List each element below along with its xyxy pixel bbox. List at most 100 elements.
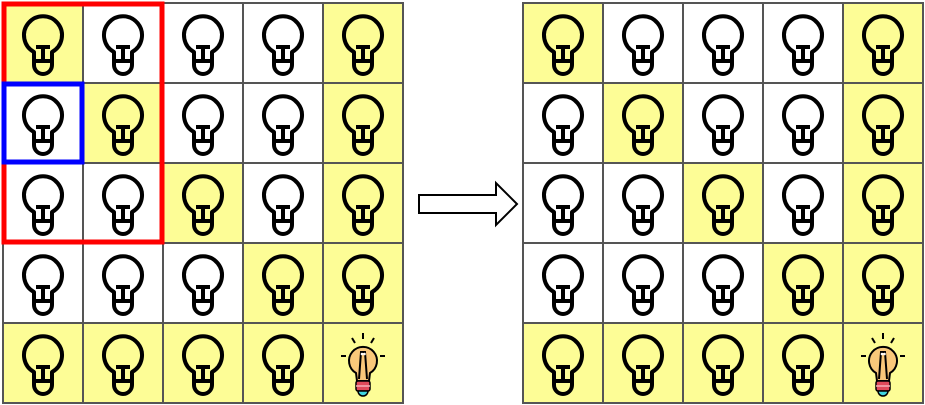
- grid-cell[interactable]: [682, 242, 764, 324]
- lightbulb-icon: [22, 14, 64, 76]
- lightbulb-icon: [262, 254, 304, 316]
- grid-cell[interactable]: [162, 242, 244, 324]
- grid-cell[interactable]: [602, 162, 684, 244]
- grid-cell[interactable]: [82, 2, 164, 84]
- grid-cell[interactable]: [522, 242, 604, 324]
- grid-cell[interactable]: [522, 162, 604, 244]
- grid-cell[interactable]: [762, 322, 844, 404]
- grid-cell[interactable]: [602, 2, 684, 84]
- grid-cell[interactable]: [242, 82, 324, 164]
- grid-cell[interactable]: [162, 2, 244, 84]
- grid-cell[interactable]: [242, 322, 324, 404]
- grid-cell[interactable]: [682, 162, 764, 244]
- grid-cell[interactable]: [522, 2, 604, 84]
- grid-cell[interactable]: [2, 322, 84, 404]
- lightbulb-icon: [22, 174, 64, 236]
- grid-cell[interactable]: [322, 2, 404, 84]
- lightbulb-icon: [102, 334, 144, 396]
- lightbulb-icon: [542, 94, 584, 156]
- lightbulb-icon: [182, 174, 224, 236]
- grid-cell[interactable]: [682, 82, 764, 164]
- lightbulb-icon: [782, 94, 824, 156]
- grid-cell[interactable]: [162, 82, 244, 164]
- grid-before: [1, 1, 404, 404]
- grid-cell[interactable]: [842, 322, 924, 404]
- lightbulb-icon: [782, 254, 824, 316]
- lightbulb-icon: [702, 334, 744, 396]
- lightbulb-icon: [542, 174, 584, 236]
- grid-cell[interactable]: [162, 322, 244, 404]
- lightbulb-icon: [622, 254, 664, 316]
- lightbulb-icon: [542, 334, 584, 396]
- lightbulb-icon: [622, 94, 664, 156]
- lightbulb-icon: [262, 334, 304, 396]
- grid-cell[interactable]: [602, 242, 684, 324]
- lightbulb-icon: [182, 334, 224, 396]
- glowing-lightbulb-icon: [341, 333, 385, 397]
- grid-cell[interactable]: [842, 242, 924, 324]
- grid-cell[interactable]: [522, 322, 604, 404]
- grid-cell[interactable]: [762, 242, 844, 324]
- lightbulb-icon: [182, 14, 224, 76]
- lightbulb-icon: [342, 94, 384, 156]
- grid-cell[interactable]: [842, 2, 924, 84]
- grid-after: [522, 2, 924, 404]
- lightbulb-icon: [342, 254, 384, 316]
- lightbulb-icon: [622, 334, 664, 396]
- grid-cell[interactable]: [2, 162, 84, 244]
- lightbulb-icon: [782, 14, 824, 76]
- grid-cell[interactable]: [2, 82, 84, 164]
- lightbulb-icon: [862, 254, 904, 316]
- grid-cell[interactable]: [242, 242, 324, 324]
- grid-cell[interactable]: [2, 2, 84, 84]
- grid-cell[interactable]: [602, 322, 684, 404]
- lightbulb-icon: [22, 254, 64, 316]
- grid-cell[interactable]: [82, 322, 164, 404]
- grid-cell[interactable]: [602, 82, 684, 164]
- grid-cell[interactable]: [322, 322, 404, 404]
- grid-cell[interactable]: [522, 82, 604, 164]
- grid-cell[interactable]: [2, 242, 84, 324]
- lightbulb-icon: [782, 334, 824, 396]
- lightbulb-icon: [262, 14, 304, 76]
- grid-cell[interactable]: [242, 2, 324, 84]
- grid-cell[interactable]: [82, 242, 164, 324]
- glowing-lightbulb-icon: [861, 333, 905, 397]
- lightbulb-icon: [702, 14, 744, 76]
- lightbulb-icon: [862, 174, 904, 236]
- grid-cell[interactable]: [242, 162, 324, 244]
- grid-cell[interactable]: [162, 162, 244, 244]
- lightbulb-icon: [702, 94, 744, 156]
- lightbulb-icon: [342, 14, 384, 76]
- grid-cell[interactable]: [322, 162, 404, 244]
- lightbulb-icon: [22, 334, 64, 396]
- lightbulb-icon: [102, 94, 144, 156]
- lightbulb-icon: [342, 174, 384, 236]
- right-arrow-icon: [418, 180, 519, 228]
- grid-cell[interactable]: [842, 162, 924, 244]
- lightbulb-icon: [182, 94, 224, 156]
- grid-cell[interactable]: [762, 82, 844, 164]
- grid-cell[interactable]: [682, 2, 764, 84]
- lightbulb-icon: [622, 174, 664, 236]
- lightbulb-icon: [102, 14, 144, 76]
- lightbulb-icon: [22, 94, 64, 156]
- grid-cell[interactable]: [762, 162, 844, 244]
- grid-cell[interactable]: [322, 82, 404, 164]
- grid-cell[interactable]: [762, 2, 844, 84]
- lightbulb-icon: [182, 254, 224, 316]
- lightbulb-icon: [542, 254, 584, 316]
- lightbulb-icon: [102, 174, 144, 236]
- grid-cell[interactable]: [842, 82, 924, 164]
- lightbulb-icon: [782, 174, 824, 236]
- grid-cell[interactable]: [322, 242, 404, 324]
- lightbulb-icon: [622, 14, 664, 76]
- lightbulb-icon: [262, 94, 304, 156]
- grid-cell[interactable]: [682, 322, 764, 404]
- lightbulb-icon: [542, 14, 584, 76]
- lightbulb-icon: [102, 254, 144, 316]
- grid-cell[interactable]: [82, 82, 164, 164]
- grid-cell[interactable]: [82, 162, 164, 244]
- lightbulb-icon: [702, 174, 744, 236]
